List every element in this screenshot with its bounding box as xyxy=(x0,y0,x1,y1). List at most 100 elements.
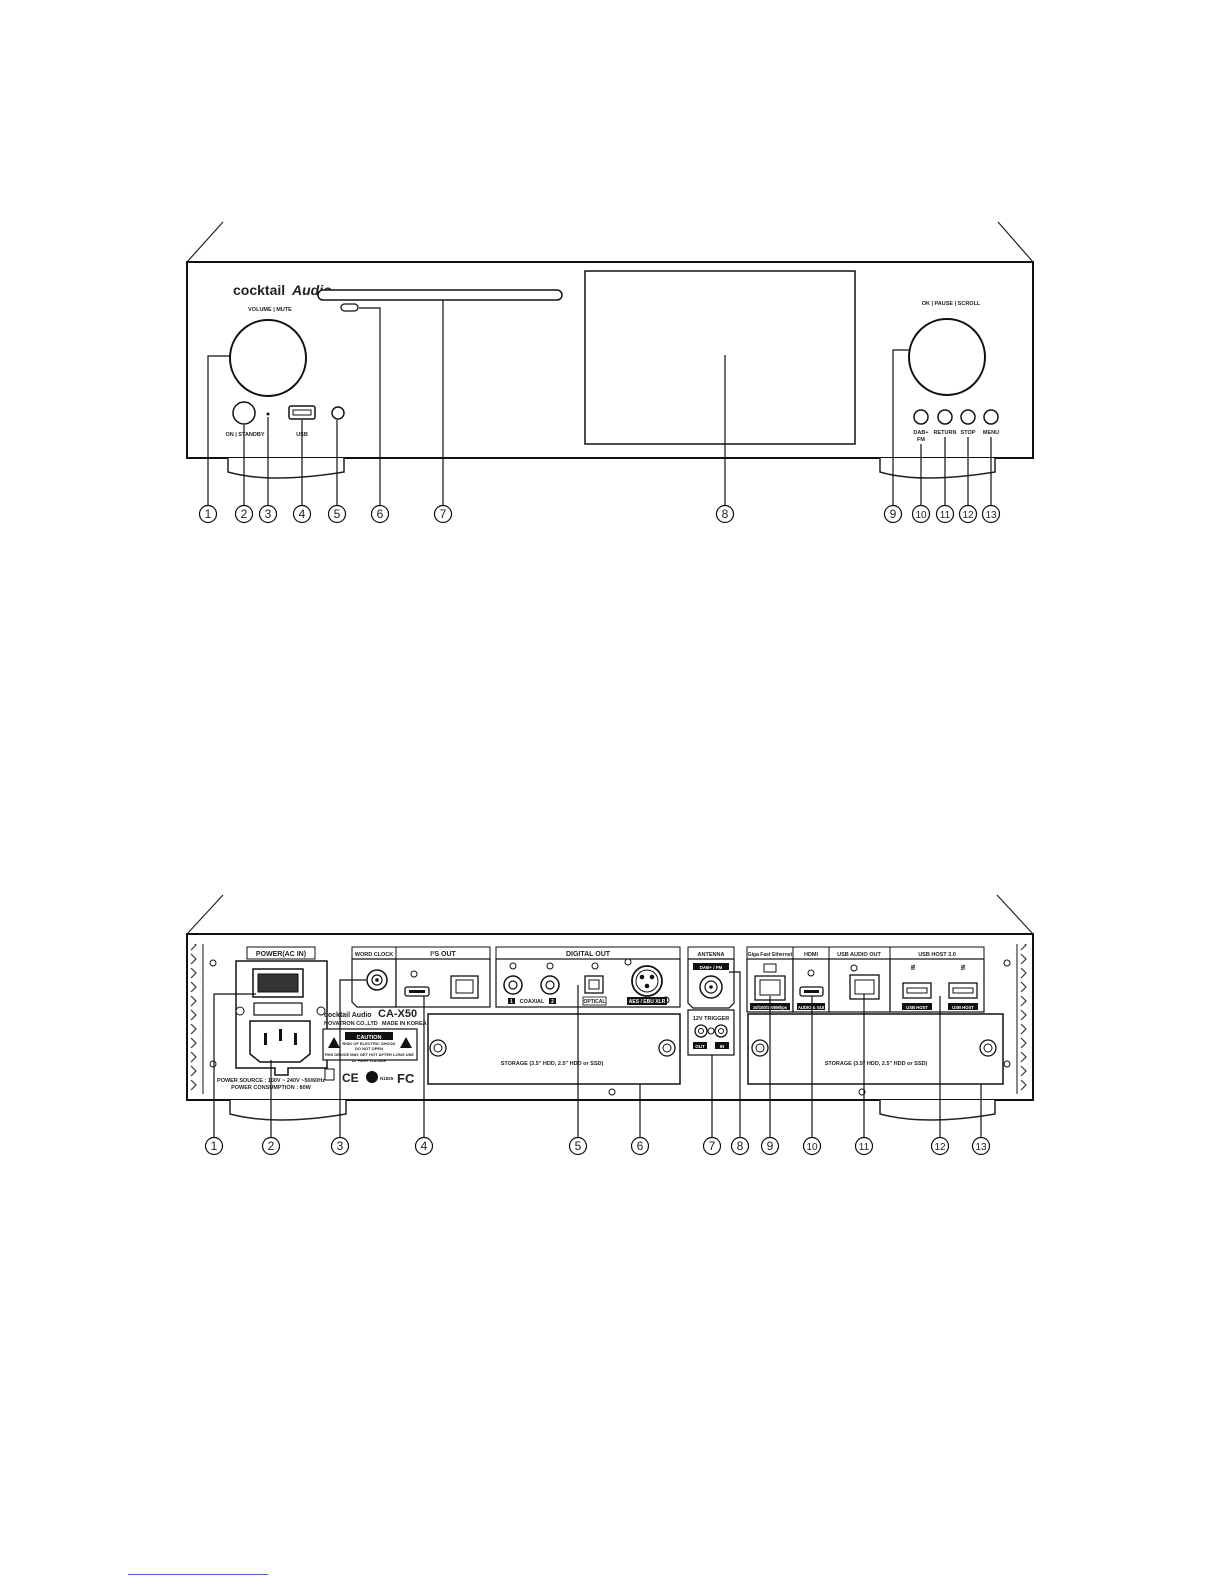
usb-host-icon-2: ⭿ xyxy=(961,965,966,972)
front-callout-13: 13 xyxy=(985,510,997,521)
caution-title: CAUTION xyxy=(356,1035,381,1041)
i2s-out-label: I²S OUT xyxy=(430,951,456,958)
front-brand-cocktail: cocktail xyxy=(233,282,285,298)
storage-bay-left[interactable] xyxy=(427,1013,681,1085)
trigger-out-label: OUT xyxy=(695,1044,705,1049)
cd-slot[interactable] xyxy=(317,289,563,301)
rear-callout-10: 10 xyxy=(806,1142,818,1153)
volume-knob[interactable] xyxy=(229,319,307,397)
front-callout-2: 2 xyxy=(241,507,248,521)
lcd-display xyxy=(584,270,856,445)
caution-line-1: RISK OF ELECTRIC SHOCK xyxy=(343,1041,396,1046)
storage-right-label: STORAGE (3.5" HDD, 2.5" HDD or SSD) xyxy=(825,1061,928,1067)
trigger-label: 12V TRIGGER xyxy=(693,1016,729,1022)
front-callout-12: 12 xyxy=(962,510,974,521)
front-callout-7: 7 xyxy=(440,507,447,521)
usb-host-port-1-label: USB HOST xyxy=(906,1005,928,1010)
menu-button[interactable] xyxy=(983,409,999,425)
rcm-icon xyxy=(366,1071,378,1083)
usb-host-label: USB HOST 3.0 xyxy=(918,952,956,958)
rear-callout-11: 11 xyxy=(859,1142,870,1153)
rear-callout-5: 5 xyxy=(575,1139,582,1153)
rear-callout-3: 3 xyxy=(337,1139,344,1153)
return-button-label: RETURN xyxy=(934,430,957,436)
rear-foot-right xyxy=(879,1100,996,1121)
coaxial-label: COAXIAL xyxy=(520,999,545,1005)
coax-2-label: 2 xyxy=(551,999,554,1005)
antenna-sub-label: DAB+ / FM xyxy=(700,965,723,970)
stop-button-label: STOP xyxy=(961,430,976,436)
usb-host-icon-1: ⭿ xyxy=(911,965,916,972)
caution-note-1: THIS DEVICE MAY GET HOT AFTER LONG USE xyxy=(324,1052,414,1057)
ac-inlet[interactable] xyxy=(249,1020,311,1063)
stop-button[interactable] xyxy=(960,409,976,425)
front-callout-3: 3 xyxy=(265,507,272,521)
power-label: POWER(AC IN) xyxy=(256,951,306,958)
rear-grille-left xyxy=(189,944,201,1094)
cd-eject-button[interactable] xyxy=(340,303,359,312)
fuse-holder xyxy=(253,1002,303,1016)
model-brand: cocktail Audio xyxy=(324,1012,372,1019)
warning-icon-right xyxy=(400,1037,412,1048)
usb-audio-out-label: USB AUDIO OUT xyxy=(837,952,881,958)
front-callout-11: 11 xyxy=(940,510,951,521)
optical-label: OPTICAL xyxy=(584,999,606,1005)
standby-led xyxy=(266,412,270,416)
rear-callouts: 1 2 3 4 5 6 7 8 9 10 11 12 13 xyxy=(204,1136,991,1156)
front-callout-10: 10 xyxy=(915,510,927,521)
word-clock-label: WORD CLOCK xyxy=(355,952,394,958)
menu-button-label: MENU xyxy=(983,430,999,436)
trigger-in-label: IN xyxy=(720,1044,725,1049)
model-name: CA-X50 xyxy=(378,1008,417,1020)
rear-panel: POWER(AC IN) POWER SOURCE : 100V ~ 240V … xyxy=(186,894,1034,1156)
caution-note-2: AT HIGH VOLUME xyxy=(352,1058,387,1063)
standby-label: ON | STANDBY xyxy=(225,432,264,438)
front-callout-8: 8 xyxy=(722,507,729,521)
hdmi-label: HDMI xyxy=(804,952,819,958)
rear-callout-6: 6 xyxy=(637,1139,644,1153)
front-foot-right xyxy=(879,458,996,479)
warning-icon-left xyxy=(328,1037,340,1048)
caution-line-2: DO NOT OPEN xyxy=(355,1046,383,1051)
network-icon xyxy=(763,963,777,973)
rear-callout-1: 1 xyxy=(211,1139,218,1153)
footnote-separator xyxy=(128,1574,268,1575)
front-panel: cocktail Audio VOLUME | MUTE ON | STANDB… xyxy=(186,221,1034,524)
front-callout-6: 6 xyxy=(377,507,384,521)
dab-fm-button[interactable] xyxy=(913,409,929,425)
maker-text: NOVATRON CO.,LTD xyxy=(324,1021,378,1027)
rear-callout-12: 12 xyxy=(934,1142,946,1153)
front-foot-left xyxy=(227,458,345,479)
usb-icon xyxy=(292,409,312,416)
rear-grille-right xyxy=(1019,944,1031,1094)
rear-callout-2: 2 xyxy=(268,1139,275,1153)
aes-label: AES / EBU XLR xyxy=(629,999,666,1005)
ir-sensor xyxy=(331,406,345,420)
weee-icon xyxy=(324,1068,335,1081)
return-button[interactable] xyxy=(937,409,953,425)
cert-code: N1829 xyxy=(380,1076,394,1081)
rear-callout-4: 4 xyxy=(421,1139,428,1153)
front-leader-lines xyxy=(207,300,992,506)
rear-callout-9: 9 xyxy=(767,1139,774,1153)
ethernet-label: Giga Fast Ethernet xyxy=(748,952,793,958)
storage-bay-right[interactable] xyxy=(747,1013,1004,1085)
rear-leader-lines xyxy=(213,971,982,1138)
front-callout-5: 5 xyxy=(334,507,341,521)
power-switch[interactable] xyxy=(257,973,299,993)
rear-foot-left xyxy=(229,1100,347,1121)
power-label-box xyxy=(246,946,316,960)
dab-button-label: DAB+ xyxy=(913,430,928,436)
standby-button[interactable] xyxy=(232,401,256,425)
rear-callout-13: 13 xyxy=(975,1142,987,1153)
front-callout-4: 4 xyxy=(299,507,306,521)
volume-mute-label: VOLUME | MUTE xyxy=(248,307,292,313)
storage-left-label: STORAGE (3.5" HDD, 2.5" HDD or SSD) xyxy=(501,1061,604,1067)
rear-callout-7: 7 xyxy=(709,1139,716,1153)
ce-mark: CE xyxy=(342,1071,359,1085)
rear-callout-8: 8 xyxy=(737,1139,744,1153)
front-callouts: 1 2 3 4 5 6 7 8 9 10 11 12 13 xyxy=(198,504,1001,524)
ok-knob[interactable] xyxy=(908,318,986,396)
